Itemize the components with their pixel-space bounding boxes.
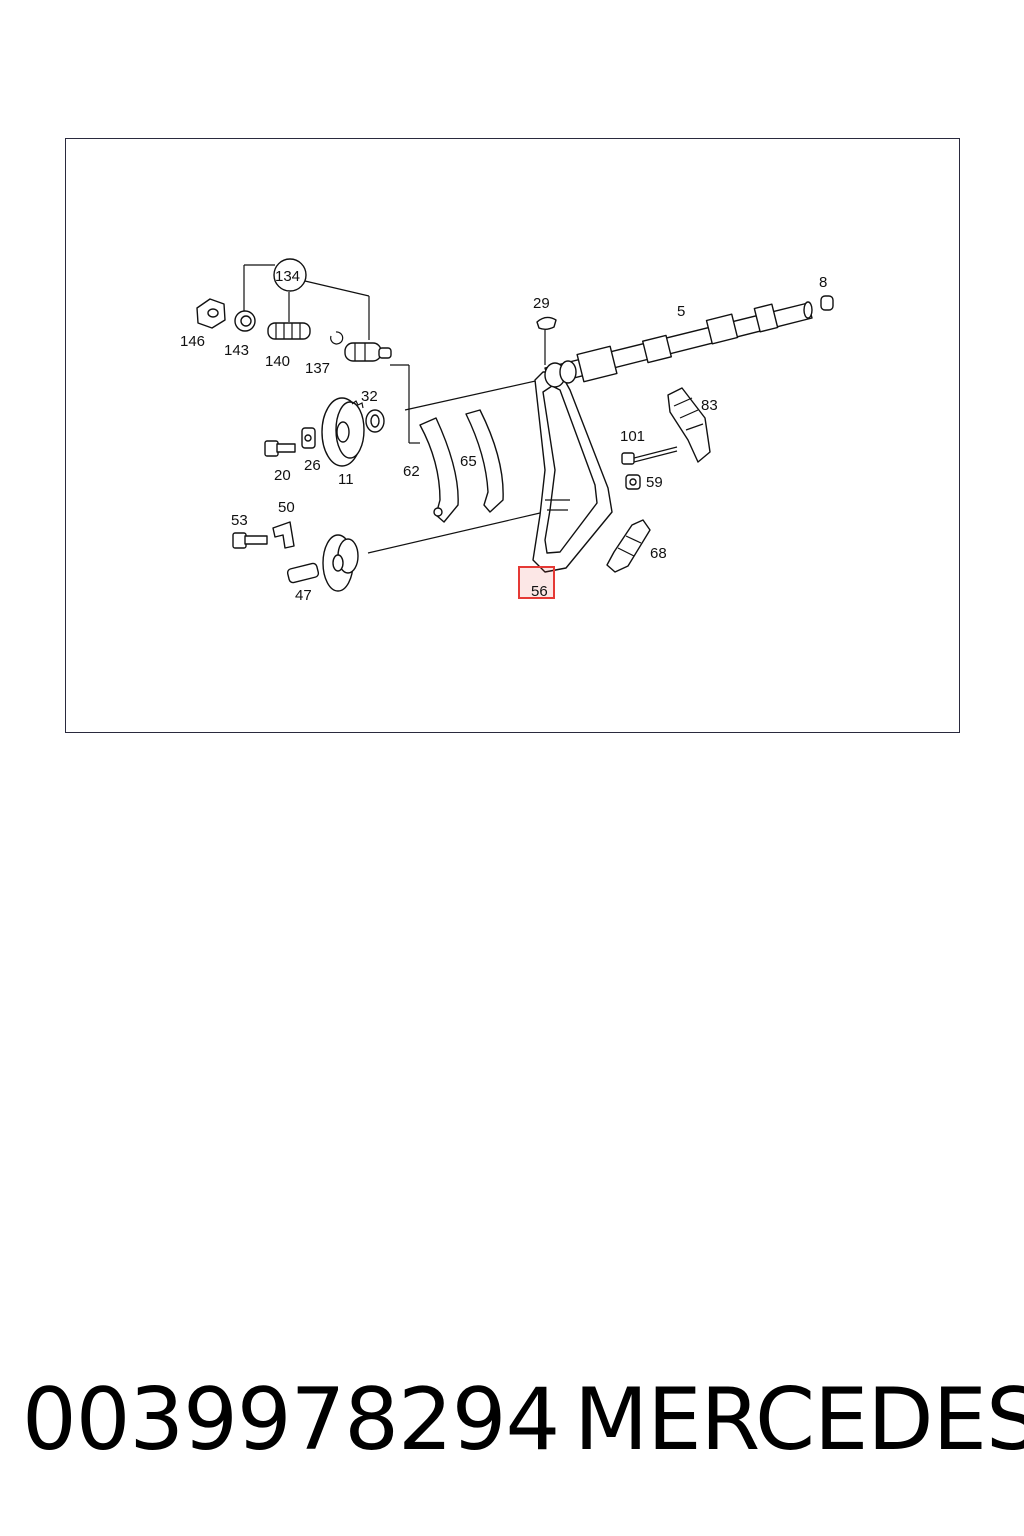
label-62: 62 <box>403 463 420 480</box>
part-53-bolt <box>232 532 268 549</box>
brand-name: MERCEDES <box>574 1370 1024 1470</box>
label-29: 29 <box>533 295 550 312</box>
label-20: 20 <box>274 467 291 484</box>
callout-circle-134 <box>273 258 307 292</box>
label-101: 101 <box>620 428 645 445</box>
part-59-link <box>625 474 641 490</box>
label-65: 65 <box>460 453 477 470</box>
part-number: 0039978294 <box>22 1370 560 1470</box>
part-50-bracket <box>272 521 295 549</box>
label-47: 47 <box>295 587 312 604</box>
highlight-box <box>518 566 555 599</box>
part-101-bolt <box>621 446 678 465</box>
part-62-rail <box>419 417 459 523</box>
part-65-rail <box>465 409 504 513</box>
label-137: 137 <box>305 360 330 377</box>
label-26: 26 <box>304 457 321 474</box>
part-tensioner-body <box>344 342 392 362</box>
label-5: 5 <box>677 303 685 320</box>
label-68: 68 <box>650 545 667 562</box>
label-8: 8 <box>819 274 827 291</box>
part-146-nut <box>196 298 226 329</box>
part-8-plug <box>820 295 834 311</box>
part-29-key <box>536 316 557 330</box>
label-146: 146 <box>180 333 205 350</box>
label-32: 32 <box>361 388 378 405</box>
label-53: 53 <box>231 512 248 529</box>
part-26-washer <box>301 427 316 449</box>
label-134: 134 <box>275 268 300 285</box>
label-143: 143 <box>224 342 249 359</box>
part-137-clip <box>330 331 344 345</box>
part-83-slide-rail <box>667 387 711 463</box>
part-140-spring <box>267 322 311 340</box>
label-11: 11 <box>338 471 354 488</box>
part-11-sprocket <box>321 397 365 467</box>
label-140: 140 <box>265 353 290 370</box>
part-32-washer <box>365 409 385 433</box>
footer: 0039978294 MERCEDES <box>0 1370 1024 1470</box>
part-68-guide <box>606 519 651 573</box>
part-labels: 134 146 143 140 137 32 29 5 8 83 101 59 … <box>180 268 827 604</box>
diagram-frame <box>65 138 960 733</box>
label-83: 83 <box>701 397 718 414</box>
leader-lines <box>243 264 546 554</box>
part-20-bolt <box>264 440 296 457</box>
part-143-washer <box>234 310 256 332</box>
part-47-sprocket <box>286 534 359 592</box>
part-5-camshaft <box>544 301 813 388</box>
part-56-chain <box>532 371 613 573</box>
label-59: 59 <box>646 474 663 491</box>
label-50: 50 <box>278 499 295 516</box>
label-56: 56 <box>531 583 548 600</box>
